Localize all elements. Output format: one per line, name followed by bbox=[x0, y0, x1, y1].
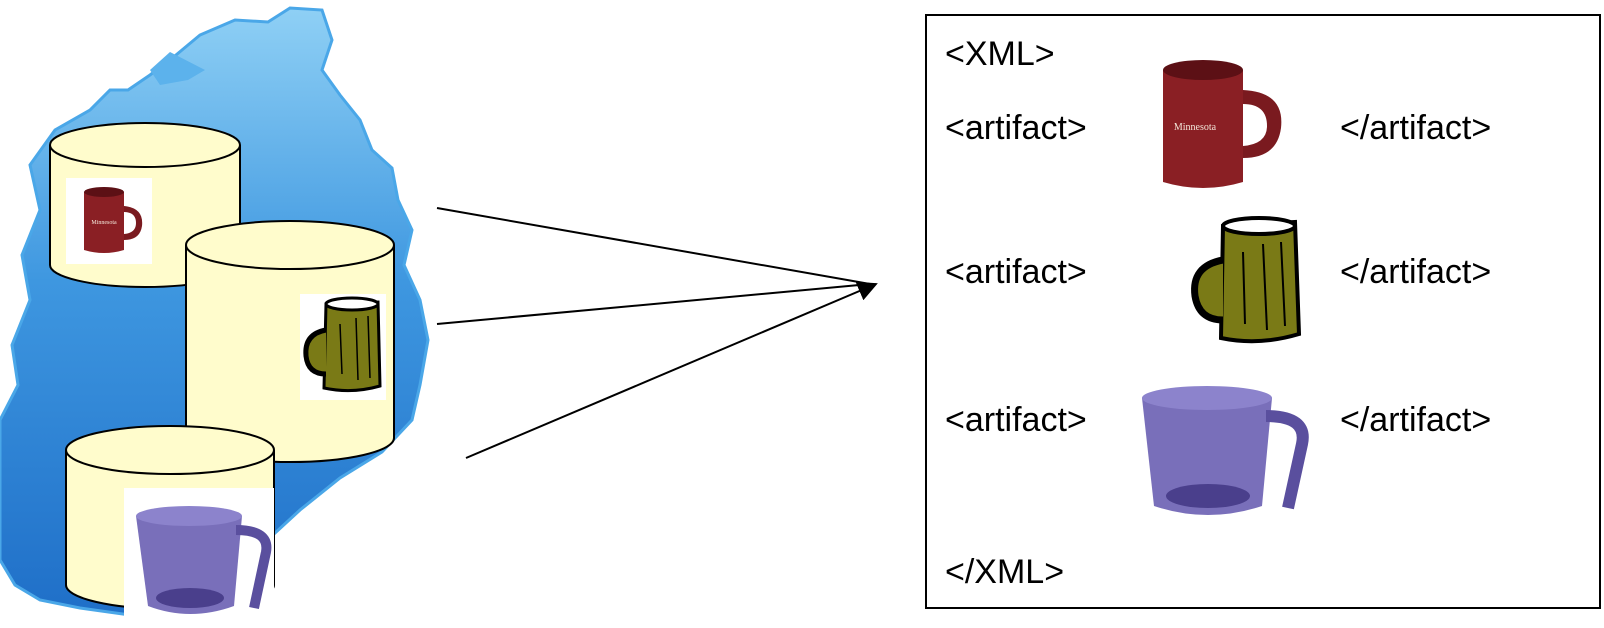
map-arm-shape bbox=[150, 52, 205, 85]
svg-text:Minnesota: Minnesota bbox=[1174, 122, 1217, 133]
artifact-close-tag-3: </artifact> bbox=[1340, 401, 1492, 439]
arrow-line-middle bbox=[436, 283, 871, 325]
arrow-line-bottom bbox=[465, 281, 878, 459]
arrow-line-top bbox=[436, 207, 871, 285]
red-mug-icon: Minnesota bbox=[1143, 46, 1295, 198]
xml-open-tag: <XML> bbox=[945, 35, 1055, 73]
svg-text:Minnesota: Minnesota bbox=[91, 220, 117, 226]
green-mug-icon bbox=[1187, 212, 1307, 352]
green-mug-icon bbox=[300, 294, 386, 400]
xml-close-tag: </XML> bbox=[945, 553, 1065, 591]
purple-cup-icon bbox=[124, 488, 274, 628]
artifact-open-tag-1: <artifact> bbox=[945, 109, 1087, 147]
red-mug-icon: Minnesota bbox=[66, 178, 152, 264]
purple-cup-icon bbox=[1132, 366, 1312, 526]
xml-document-box: <XML> <artifact> </artifact> <artifact> … bbox=[925, 14, 1601, 609]
artifact-open-tag-2: <artifact> bbox=[945, 253, 1087, 291]
database-cylinder-2 bbox=[185, 220, 395, 463]
artifact-open-tag-3: <artifact> bbox=[945, 401, 1087, 439]
artifact-close-tag-1: </artifact> bbox=[1340, 109, 1492, 147]
artifact-close-tag-2: </artifact> bbox=[1340, 253, 1492, 291]
